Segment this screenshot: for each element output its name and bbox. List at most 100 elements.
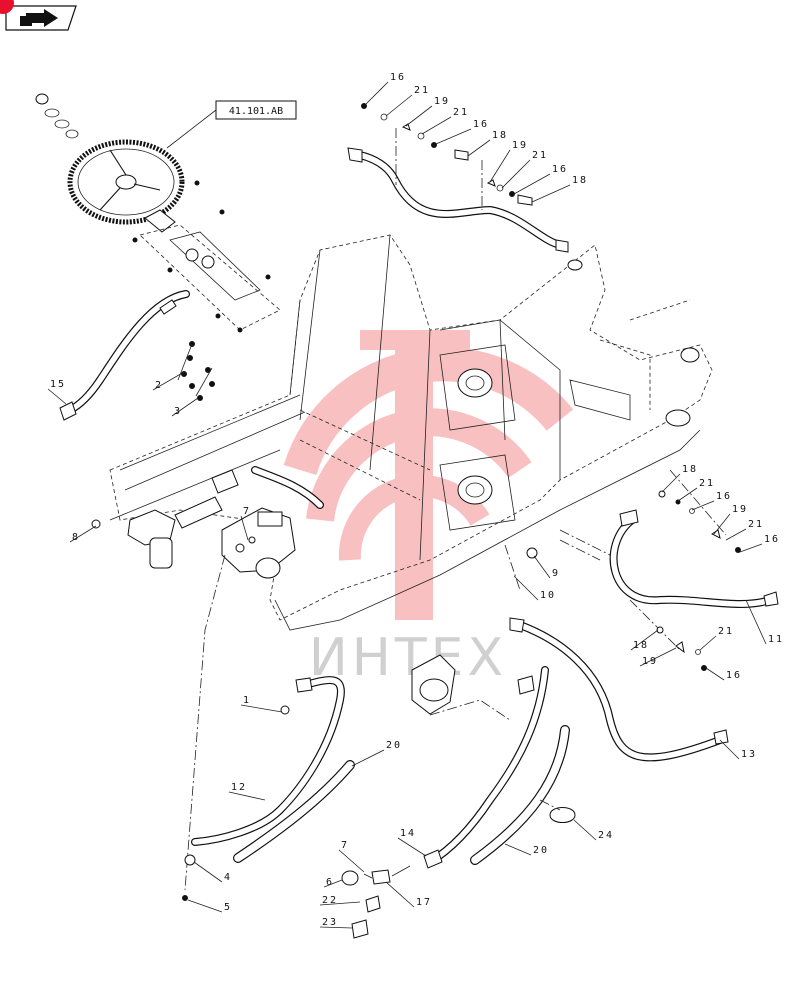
callout-leader xyxy=(639,647,677,667)
callout-leader xyxy=(385,881,415,908)
pump-leader xyxy=(184,554,226,891)
callout-label[interactable]: 11 xyxy=(768,634,784,645)
callout-label[interactable]: 16 xyxy=(552,164,568,175)
callout-leader xyxy=(240,704,283,713)
callout-label[interactable]: 21 xyxy=(453,107,469,118)
main-pump xyxy=(221,466,324,579)
back-button[interactable] xyxy=(4,4,78,32)
reference-box-label: 41.101.AB xyxy=(229,106,283,117)
callout-leader xyxy=(504,843,532,856)
callout-leader xyxy=(745,599,767,645)
notification-badge[interactable] xyxy=(0,0,14,14)
chassis-frame xyxy=(109,234,713,631)
tube-20-left xyxy=(233,760,355,863)
callout-leader xyxy=(531,184,571,203)
callout-leader xyxy=(501,159,531,189)
callout-label[interactable]: 9 xyxy=(552,568,560,579)
callout-leader xyxy=(187,899,223,913)
callout-label[interactable]: 24 xyxy=(598,830,614,841)
callout-label[interactable]: 16 xyxy=(726,670,742,681)
steering-wheel xyxy=(35,93,217,225)
callout-label[interactable]: 14 xyxy=(400,828,416,839)
hose-11 xyxy=(559,469,779,671)
callout-leader xyxy=(319,926,353,929)
callout-label[interactable]: 15 xyxy=(50,379,66,390)
steering-motor xyxy=(411,654,511,721)
callout-leader xyxy=(713,513,731,535)
callout-label[interactable]: 16 xyxy=(390,72,406,83)
callout-label[interactable]: 1 xyxy=(243,695,251,706)
callout-label[interactable]: 18 xyxy=(633,640,649,651)
callout-leader xyxy=(365,81,389,105)
hose-13 xyxy=(509,617,729,762)
callout-label[interactable]: 23 xyxy=(322,917,338,928)
callout-leader xyxy=(489,149,511,183)
fitting-9 xyxy=(526,547,538,559)
callout-label[interactable]: 19 xyxy=(642,656,658,667)
callout-leader xyxy=(351,749,385,767)
left-arrow-icon xyxy=(5,5,77,31)
callout-label[interactable]: 19 xyxy=(512,140,528,151)
callout-leader xyxy=(319,901,361,906)
callout-leader xyxy=(513,173,551,195)
hose-14 xyxy=(423,666,549,869)
callout-label[interactable]: 20 xyxy=(386,740,402,751)
callout-leader xyxy=(171,397,199,417)
callout-leader xyxy=(338,849,365,873)
callout-leader xyxy=(405,105,433,127)
clamp-24 xyxy=(549,807,576,823)
hose-12 xyxy=(182,676,345,901)
callout-label[interactable]: 7 xyxy=(243,506,251,517)
callout-label[interactable]: 18 xyxy=(572,175,588,186)
callout-label[interactable]: 16 xyxy=(764,534,780,545)
callout-label[interactable]: 4 xyxy=(224,872,232,883)
callout-label[interactable]: 5 xyxy=(224,902,232,913)
callout-leader xyxy=(725,528,747,541)
callout-label[interactable]: 8 xyxy=(72,532,80,543)
callout-leader xyxy=(719,739,740,760)
callout-leader xyxy=(699,635,717,651)
callout-leader xyxy=(705,667,725,681)
callout-leader xyxy=(691,500,715,511)
tee-fitting-group xyxy=(341,865,411,939)
callout-label[interactable]: 21 xyxy=(748,519,764,530)
hose-15 xyxy=(59,290,190,421)
callout-label[interactable]: 21 xyxy=(699,478,715,489)
callout-leader xyxy=(739,543,763,553)
watermark-logo xyxy=(283,330,574,620)
callout-leader xyxy=(630,629,659,651)
tube-20-center xyxy=(470,725,570,865)
callout-leader xyxy=(467,139,491,157)
callout-label[interactable]: 16 xyxy=(716,491,732,502)
bracket-cluster xyxy=(177,341,215,401)
callout-leader xyxy=(661,473,681,493)
callout-leader xyxy=(435,128,472,145)
callout-label[interactable]: 13 xyxy=(741,749,757,760)
callout-label[interactable]: 10 xyxy=(540,590,556,601)
callout-label[interactable]: 12 xyxy=(231,782,247,793)
callout-label[interactable]: 18 xyxy=(492,130,508,141)
callout-leader xyxy=(533,555,551,579)
callout-label[interactable]: 20 xyxy=(533,845,549,856)
callout-leader xyxy=(193,861,223,883)
callout-label[interactable]: 22 xyxy=(322,895,338,906)
callout-label[interactable]: 21 xyxy=(532,150,548,161)
callout-label[interactable]: 17 xyxy=(416,897,432,908)
callout-label[interactable]: 7 xyxy=(341,840,349,851)
callout-label[interactable]: 21 xyxy=(718,626,734,637)
callout-leader xyxy=(228,791,266,801)
reference-box[interactable] xyxy=(215,100,297,120)
callout-label[interactable]: 6 xyxy=(326,877,334,888)
callout-label[interactable]: 3 xyxy=(174,406,182,417)
callout-label[interactable]: 16 xyxy=(473,119,489,130)
callout-leader xyxy=(573,819,597,841)
callout-label[interactable]: 21 xyxy=(414,85,430,96)
callout-leader xyxy=(513,575,539,601)
callout-label[interactable]: 19 xyxy=(732,504,748,515)
callout-label[interactable]: 18 xyxy=(682,464,698,475)
callout-leader xyxy=(152,371,185,391)
callout-label[interactable]: 19 xyxy=(434,96,450,107)
callout-label[interactable]: 2 xyxy=(155,380,163,391)
